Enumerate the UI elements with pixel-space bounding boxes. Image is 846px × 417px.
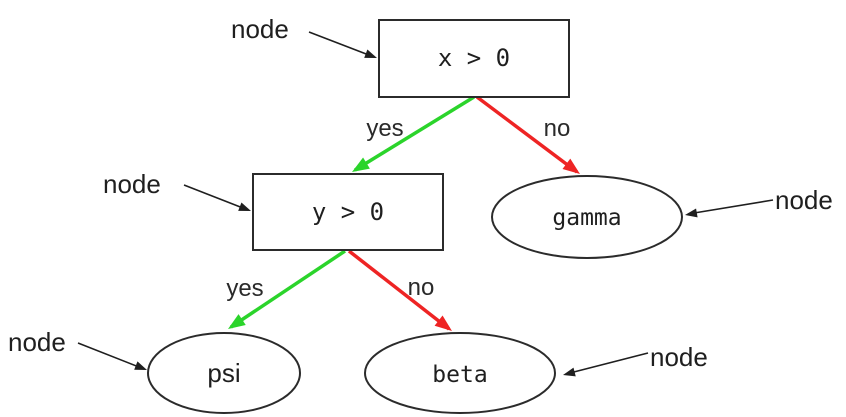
edge-decision2-no-line xyxy=(347,249,451,331)
edge-label-yes-2: yes xyxy=(226,275,263,302)
edge-label-no-2: no xyxy=(408,274,435,301)
annotation-beta: node xyxy=(563,342,708,377)
node-psi: psi xyxy=(147,332,301,414)
node-decision2-label: y > 0 xyxy=(312,198,384,226)
annotation-gamma-arrowhead xyxy=(685,208,698,218)
annotation-psi-label: node xyxy=(8,327,66,357)
annotation-psi-arrow-line xyxy=(77,342,145,370)
edge-root-no-line xyxy=(475,95,579,174)
edge-root-no: no xyxy=(475,95,580,174)
node-gamma-ellipse xyxy=(491,175,683,259)
node-root: x > 0 xyxy=(378,19,570,98)
annotation-root-label: node xyxy=(231,14,289,44)
annotation-decision2-arrowhead xyxy=(238,202,251,211)
annotation-decision2-label: node xyxy=(103,169,161,199)
edge-root-yes-arrowhead xyxy=(352,157,370,172)
edge-decision2-yes-arrowhead xyxy=(228,314,246,329)
node-beta-label: beta xyxy=(432,362,487,388)
edge-label-no-1: no xyxy=(544,115,571,142)
edge-root-yes: yes xyxy=(352,95,475,172)
edge-root-no-arrowhead xyxy=(562,158,580,174)
annotation-beta-arrowhead xyxy=(563,367,576,377)
annotation-psi: node xyxy=(8,327,147,370)
node-gamma-label: gamma xyxy=(552,205,621,231)
edge-decision2-yes-line xyxy=(230,249,346,329)
annotation-psi-arrowhead xyxy=(134,361,147,370)
annotation-root: node xyxy=(231,14,377,58)
annotation-beta-label: node xyxy=(650,342,708,372)
edge-decision2-no: no xyxy=(347,249,452,331)
edge-root-yes-line xyxy=(354,95,475,172)
node-psi-label: psi xyxy=(207,358,240,388)
annotation-gamma-label: node xyxy=(775,185,833,215)
annotation-root-arrowhead xyxy=(364,49,377,58)
node-root-rect xyxy=(378,19,570,98)
edge-label-yes-1: yes xyxy=(366,115,403,142)
node-gamma: gamma xyxy=(491,175,683,259)
node-beta-ellipse xyxy=(364,332,556,414)
annotation-decision2-arrow-line xyxy=(183,184,249,211)
edge-decision2-yes: yes xyxy=(226,249,346,329)
edge-decision2-no-arrowhead xyxy=(434,315,452,331)
node-root-label: x > 0 xyxy=(438,44,510,72)
node-decision2-rect xyxy=(252,173,444,251)
annotation-beta-arrow-line xyxy=(565,352,649,375)
node-beta: beta xyxy=(364,332,556,414)
node-psi-ellipse xyxy=(147,332,301,414)
node-decision2: y > 0 xyxy=(252,173,444,251)
annotation-decision2: node xyxy=(103,169,251,211)
annotation-gamma: node xyxy=(685,185,833,218)
annotation-gamma-arrow-line xyxy=(687,199,774,215)
annotation-root-arrow-line xyxy=(308,31,375,58)
